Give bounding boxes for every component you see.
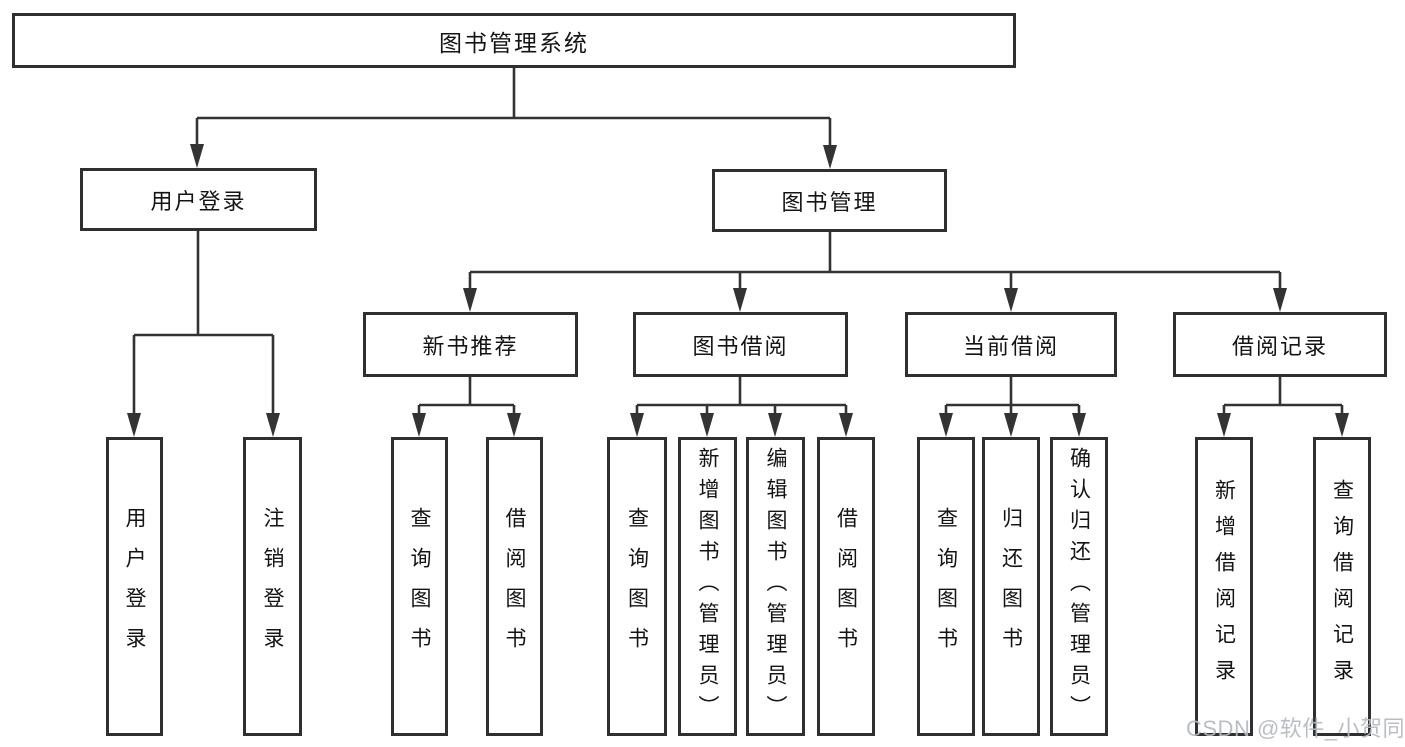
node-new-book-recommendation: 新书推荐 bbox=[363, 312, 578, 377]
leaf-user-login: 用户登录 bbox=[106, 437, 163, 736]
leaf-label: 新增借阅记录 bbox=[1212, 478, 1236, 695]
node-user-login: 用户登录 bbox=[80, 168, 317, 231]
leaf-return-books: 归还图书 bbox=[982, 437, 1040, 736]
leaf-add-borrow-record: 新增借阅记录 bbox=[1195, 437, 1253, 736]
leaf-label: 确认归还（管理员） bbox=[1067, 447, 1091, 726]
node-borrowing-records: 借阅记录 bbox=[1173, 312, 1387, 377]
node-book-borrowing: 图书借阅 bbox=[633, 312, 848, 377]
leaf-query-books-recommend: 查询图书 bbox=[391, 437, 448, 736]
leaf-label: 新增图书（管理员） bbox=[696, 447, 719, 726]
node-label: 用户登录 bbox=[150, 188, 247, 214]
leaf-query-books-current: 查询图书 bbox=[917, 437, 975, 736]
leaf-edit-book-admin: 编辑图书（管理员） bbox=[746, 437, 805, 736]
leaf-label: 查询图书 bbox=[934, 506, 958, 667]
leaf-label: 借阅图书 bbox=[834, 506, 858, 667]
node-book-management: 图书管理 bbox=[712, 169, 947, 232]
node-label: 当前借阅 bbox=[962, 333, 1059, 359]
leaf-add-book-admin: 新增图书（管理员） bbox=[678, 437, 737, 736]
leaf-label: 编辑图书（管理员） bbox=[764, 447, 787, 726]
leaf-query-books-borrowing: 查询图书 bbox=[607, 437, 667, 736]
node-current-borrowing: 当前借阅 bbox=[905, 312, 1117, 377]
leaf-borrow-books-borrowing: 借阅图书 bbox=[817, 437, 875, 736]
node-label: 图书管理系统 bbox=[439, 29, 589, 56]
leaf-borrow-books-recommend: 借阅图书 bbox=[486, 437, 543, 736]
connector-path bbox=[132, 68, 1344, 416]
leaf-label: 归还图书 bbox=[999, 506, 1023, 667]
leaf-label: 查询图书 bbox=[408, 506, 431, 667]
node-library-management-system: 图书管理系统 bbox=[12, 13, 1016, 68]
node-label: 借阅记录 bbox=[1231, 333, 1328, 359]
leaf-query-borrow-record: 查询借阅记录 bbox=[1313, 437, 1371, 736]
node-label: 图书管理 bbox=[781, 189, 878, 215]
leaf-logout: 注销登录 bbox=[243, 437, 302, 736]
leaf-label: 注销登录 bbox=[261, 506, 284, 667]
leaf-confirm-return-admin: 确认归还（管理员） bbox=[1050, 437, 1108, 736]
leaf-label: 查询借阅记录 bbox=[1330, 478, 1354, 695]
node-label: 图书借阅 bbox=[692, 333, 789, 359]
leaf-label: 查询图书 bbox=[625, 506, 649, 667]
leaf-label: 用户登录 bbox=[123, 506, 146, 667]
leaf-label: 借阅图书 bbox=[503, 506, 526, 667]
csdn-watermark: CSDN @软件_小贺同学 bbox=[1186, 716, 1405, 741]
node-label: 新书推荐 bbox=[422, 333, 519, 359]
arrowhead-icons bbox=[127, 144, 1349, 437]
